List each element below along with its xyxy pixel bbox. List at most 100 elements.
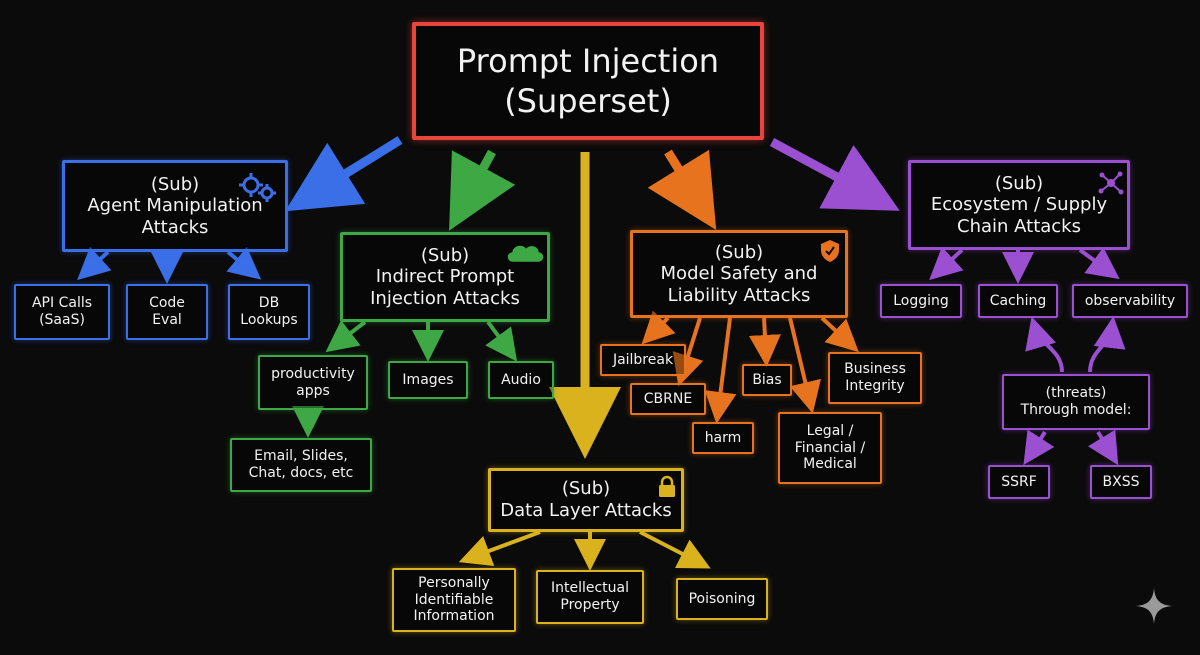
indirect-arrows [292, 320, 518, 438]
legal-line3: Medical [803, 456, 857, 473]
email-line2: Chat, docs, etc [248, 465, 354, 481]
arrow-data-to-poisoning [639, 530, 711, 569]
threats-line2: Through model: [1020, 402, 1132, 418]
arrow-data-to-pii [458, 530, 541, 567]
ip-line1: Intellectual [550, 580, 630, 597]
logging-label: Logging [893, 292, 949, 309]
arrow-agent-to-api [77, 246, 112, 281]
api-calls-line2: (SaaS) [39, 312, 85, 328]
business-line2: Integrity [845, 378, 905, 394]
pii-line2: Identifiable [414, 591, 494, 608]
agent-line1: (Sub) [150, 173, 200, 195]
observability-label: observability [1084, 292, 1176, 309]
pii-line3: Information [413, 608, 495, 625]
root-node: Prompt Injection (Superset) [412, 22, 764, 140]
legal-line1: Legal / [806, 422, 854, 439]
arrow-safety-to-business [820, 316, 859, 353]
arrow-threats-to-bxss [1087, 429, 1119, 466]
ecosystem-line1: (Sub) [994, 172, 1044, 194]
threats-line1: (threats) [1045, 385, 1107, 402]
indirect-line1: (Sub) [420, 244, 470, 266]
root-title-line1: Prompt Injection [456, 42, 720, 80]
bxss-label: BXSS [1102, 473, 1140, 490]
data-layer-node: (Sub) Data Layer Attacks [488, 468, 684, 532]
harm-node: harm [692, 422, 754, 454]
arrow-root-to-ecosystem [769, 138, 900, 211]
code-eval-node: Code Eval [126, 284, 208, 340]
sparkle-icon [1136, 588, 1172, 624]
logging-node: Logging [880, 284, 962, 318]
observability-node: observability [1072, 284, 1188, 318]
ecosystem-arrows [929, 246, 1126, 466]
ssrf-node: SSRF [988, 465, 1050, 499]
ip-line2: Property [560, 597, 620, 613]
audio-label: Audio [501, 371, 541, 388]
poisoning-label: Poisoning [688, 590, 756, 607]
ecosystem-supply-chain-node: (Sub) Ecosystem / Supply Chain Attacks [908, 160, 1130, 250]
arrow-threats-to-caching [1025, 316, 1064, 373]
bxss-node: BXSS [1090, 465, 1152, 499]
caching-label: Caching [989, 292, 1047, 309]
agent-arrows [77, 246, 262, 284]
productivity-line2: apps [296, 382, 330, 399]
arrow-indirect-to-productivity [325, 320, 367, 353]
arrow-root-to-model-safety [647, 149, 717, 230]
arrow-indirect-to-audio [485, 320, 518, 362]
cbrne-label: CBRNE [643, 390, 693, 407]
business-line1: Business [844, 361, 906, 378]
email-line1: Email, Slides, [254, 448, 348, 465]
threats-through-model-node: (threats) Through model: [1002, 374, 1150, 430]
model-safety-line2: Model Safety and [660, 263, 818, 285]
code-eval-line1: Code [149, 295, 185, 312]
arrow-root-to-agent [285, 136, 403, 212]
pii-node: Personally Identifiable Information [392, 568, 516, 632]
jailbreak-label: Jailbreak [612, 351, 674, 368]
arrow-eco-to-logging [929, 246, 964, 281]
productivity-apps-node: productivity apps [258, 355, 368, 410]
db-lookups-node: DB Lookups [228, 284, 310, 340]
arrow-safety-to-bias [748, 317, 781, 367]
arrow-safety-to-jailbreak [641, 310, 676, 345]
arrow-root-to-indirect [449, 149, 516, 231]
network-icon [1098, 171, 1124, 195]
code-eval-line2: Eval [152, 312, 182, 328]
poisoning-node: Poisoning [676, 578, 768, 620]
lock-icon [659, 475, 675, 497]
caching-node: Caching [978, 284, 1058, 318]
root-arrows [285, 136, 900, 459]
bias-label: Bias [752, 371, 782, 388]
api-calls-line1: API Calls [31, 295, 93, 312]
audio-node: Audio [488, 361, 554, 399]
agent-manipulation-node: (Sub) Agent Manipulation Attacks [62, 160, 288, 252]
images-label: Images [402, 371, 454, 388]
legal-line2: Financial / [794, 439, 866, 456]
model-safety-line3: Liability Attacks [667, 284, 811, 306]
cloud-icon [507, 245, 544, 262]
api-calls-node: API Calls (SaaS) [14, 284, 110, 340]
ecosystem-line2: Ecosystem / Supply [930, 194, 1108, 216]
gears-icon [239, 173, 276, 202]
indirect-prompt-injection-node: (Sub) Indirect Prompt Injection Attacks [340, 232, 550, 322]
ssrf-label: SSRF [1001, 473, 1037, 490]
email-slides-node: Email, Slides, Chat, docs, etc [230, 438, 372, 492]
db-lookups-line1: DB [258, 295, 280, 312]
ecosystem-line3: Chain Attacks [957, 215, 1081, 237]
arrow-eco-to-observability [1078, 247, 1120, 280]
indirect-line3: Injection Attacks [370, 287, 520, 309]
arrow-threats-to-observability [1088, 316, 1126, 373]
productivity-line1: productivity [271, 365, 355, 382]
arrow-safety-to-harm [704, 317, 737, 424]
data-layer-line2: Data Layer Attacks [500, 500, 672, 521]
indirect-line2: Indirect Prompt [375, 266, 515, 288]
harm-label: harm [704, 429, 742, 446]
bias-node: Bias [742, 364, 792, 396]
intellectual-property-node: Intellectual Property [536, 570, 644, 624]
cbrne-node: CBRNE [630, 383, 706, 415]
model-safety-line1: (Sub) [714, 241, 764, 263]
data-layer-arrows [458, 530, 711, 571]
arrow-agent-to-db [226, 246, 262, 280]
shield-icon [821, 240, 839, 262]
data-layer-line1: (Sub) [561, 478, 611, 500]
model-safety-node: (Sub) Model Safety and Liability Attacks [630, 230, 848, 318]
